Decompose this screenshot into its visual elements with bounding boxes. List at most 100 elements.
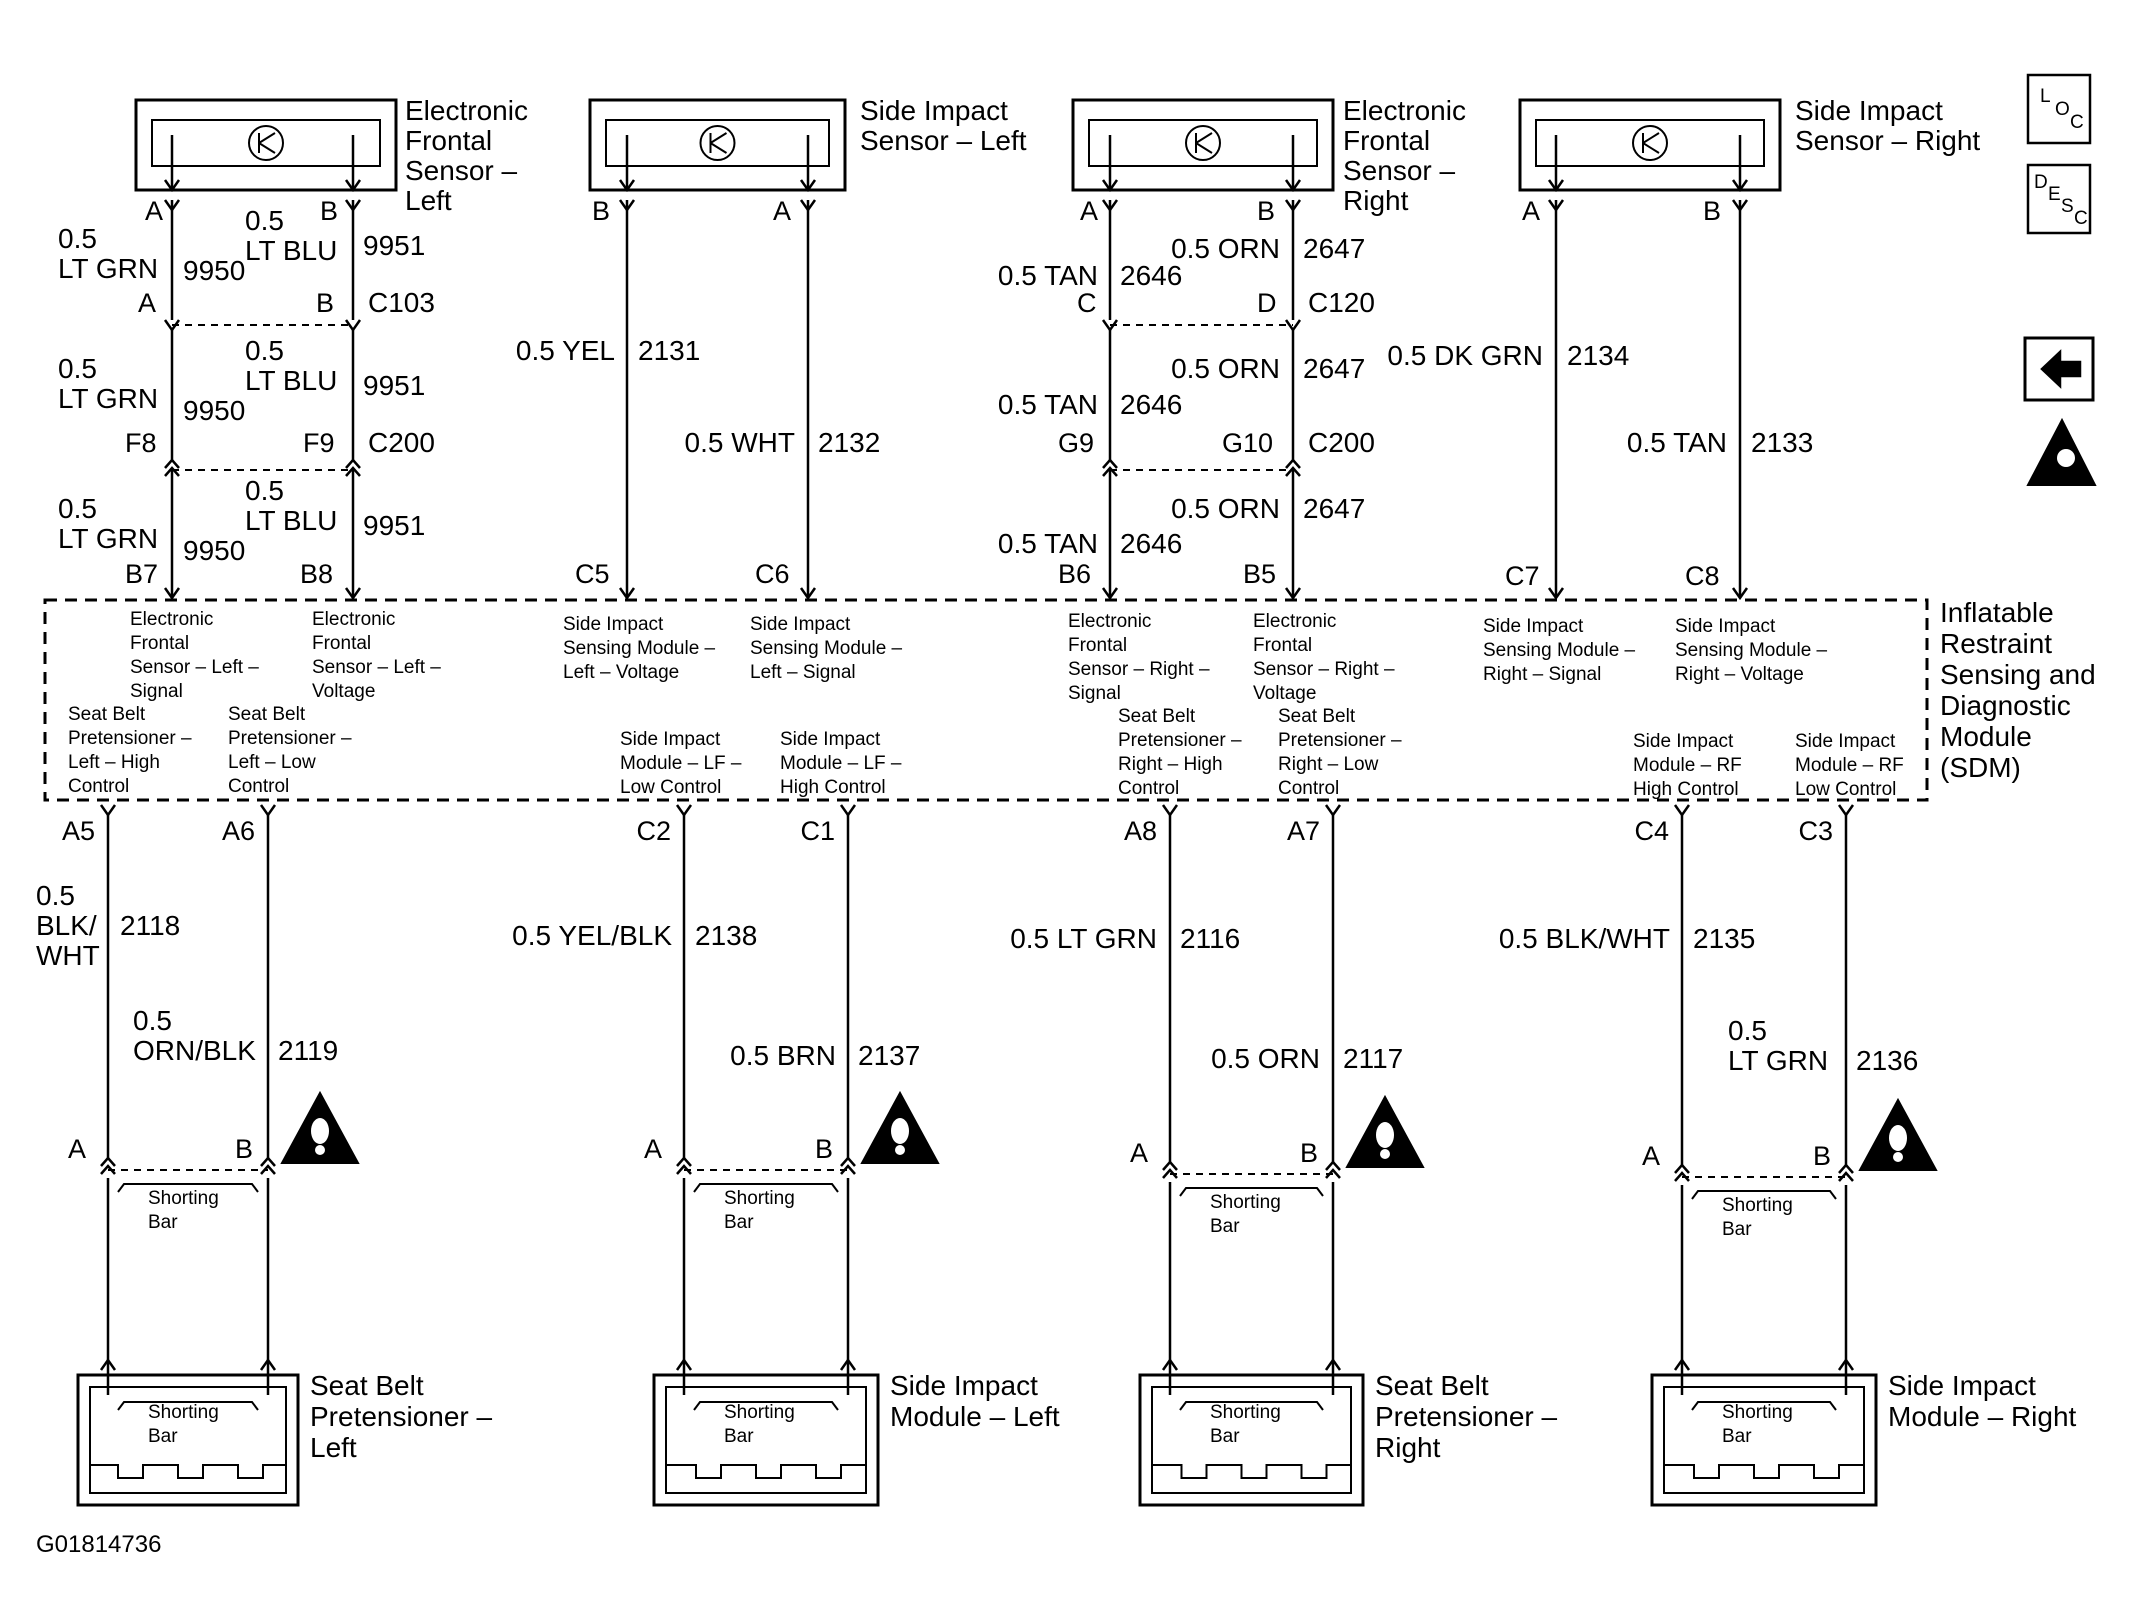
connector-terminal xyxy=(259,804,277,818)
connector-terminal xyxy=(344,199,362,213)
location-icon-text: L xyxy=(2040,86,2051,107)
wire-color-label: 0.5 ORN xyxy=(1171,233,1280,264)
sis-left-box-inner xyxy=(605,119,830,167)
pin-label: A xyxy=(773,196,791,226)
wire-color-label: 0.5 DK GRN xyxy=(1387,340,1543,371)
wire-color-label: LT BLU xyxy=(245,235,337,266)
component-label: Frontal xyxy=(405,125,492,156)
sdm-pin-label: High Control xyxy=(780,777,886,798)
pin-label: C5 xyxy=(575,559,610,589)
sdm-pin-label: Low Control xyxy=(1795,779,1896,800)
circuit-number: 2118 xyxy=(120,910,180,941)
component-label: Left xyxy=(310,1432,357,1463)
pin-label: B xyxy=(1703,196,1721,226)
shorting-bar xyxy=(117,1183,259,1193)
shorting-bar-label: Shorting xyxy=(724,1402,795,1423)
circuit-number: 2647 xyxy=(1303,353,1365,384)
circuit-number: 9950 xyxy=(183,255,245,286)
connector-keying xyxy=(89,1464,286,1493)
connector-terminal xyxy=(675,804,693,818)
wire-color-label: 0.5 YEL xyxy=(516,335,615,366)
pin-label: A xyxy=(1080,196,1098,226)
component-label: Side Impact xyxy=(1888,1370,2036,1401)
pin-label: B xyxy=(592,196,610,226)
wire-color-label: LT GRN xyxy=(58,523,158,554)
shorting-bar-label: Bar xyxy=(724,1212,754,1233)
wire-color-label: LT GRN xyxy=(58,383,158,414)
circuit-number: 9950 xyxy=(183,395,245,426)
sdm-pin-label: Sensing Module – xyxy=(563,638,716,659)
sdm-pin-label: Left – Voltage xyxy=(563,662,679,683)
component-label: Right xyxy=(1375,1432,1441,1463)
pin-label: B xyxy=(320,196,338,226)
sdm-pin-label: Side Impact xyxy=(780,729,881,750)
pin-label: C4 xyxy=(1634,816,1669,846)
component-label: Right xyxy=(1343,185,1409,216)
circuit-number: 2132 xyxy=(818,427,880,458)
sdm-pin-label: Voltage xyxy=(312,681,375,702)
sdm-pin-label: Frontal xyxy=(312,633,371,654)
connector-arrow xyxy=(1731,587,1749,601)
pin-label: C6 xyxy=(755,559,790,589)
sdm-pin-label: Right – Voltage xyxy=(1675,664,1804,685)
sdm-pin-label: Signal xyxy=(130,681,183,702)
description-icon-text: C xyxy=(2074,208,2088,229)
sensor-icon-glyph xyxy=(1195,132,1213,154)
circuit-number: 2117 xyxy=(1343,1043,1403,1074)
connector-arrow xyxy=(163,179,181,193)
pin-label: G9 xyxy=(1058,428,1094,458)
description-icon xyxy=(2026,163,2092,235)
connector-arrow xyxy=(163,319,181,333)
component-label: Seat Belt xyxy=(1375,1370,1489,1401)
sdm-pin-label: High Control xyxy=(1633,779,1739,800)
connector-terminal xyxy=(163,199,181,213)
pin-label: B xyxy=(1257,196,1275,226)
pin-label: A5 xyxy=(62,816,95,846)
pin-label: B8 xyxy=(300,559,333,589)
circuit-number: 2647 xyxy=(1303,233,1365,264)
wire-color-label: 0.5 xyxy=(58,493,97,524)
sdm-pin-label: Side Impact xyxy=(1633,731,1734,752)
connector-chevron xyxy=(676,1156,692,1175)
sdm-pin-label: Sensor – Left – xyxy=(130,657,259,678)
warning-icon-dot xyxy=(315,1145,325,1155)
efs-right-box-inner xyxy=(1088,119,1318,167)
sdm-pin-label: Seat Belt xyxy=(1278,706,1356,727)
component-label: Electronic xyxy=(405,95,528,126)
sensor-icon xyxy=(1185,125,1221,161)
connector-chevron xyxy=(1838,1163,1854,1182)
wire-color-label: LT BLU xyxy=(245,365,337,396)
pin-label: C3 xyxy=(1798,816,1833,846)
wire-color-label: 0.5 ORN xyxy=(1171,493,1280,524)
circuit-number: 2136 xyxy=(1856,1045,1918,1076)
wire-color-label: 0.5 xyxy=(245,475,284,506)
service-precaution-glyph xyxy=(2057,449,2075,467)
sdm-pin-label: Sensor – Right – xyxy=(1253,659,1395,680)
wire-color-label: 0.5 xyxy=(133,1005,172,1036)
connector-label: C103 xyxy=(368,287,435,318)
sdm-pin-label: Electronic xyxy=(130,609,213,630)
connector-keying xyxy=(665,1464,866,1493)
connector-arrow xyxy=(618,587,636,601)
sdm-pin-label: Left – Signal xyxy=(750,662,856,683)
connector-arrow xyxy=(618,179,636,193)
sensor-icon-glyph xyxy=(1642,132,1660,154)
sis-left-box xyxy=(588,98,847,192)
shorting-bar-label: Bar xyxy=(1722,1426,1752,1447)
wire-color-label: 0.5 xyxy=(245,205,284,236)
circuit-number: 9950 xyxy=(183,535,245,566)
sdm-pin-label: Seat Belt xyxy=(68,704,146,725)
sdm-pin-label: Control xyxy=(68,776,129,797)
shorting-bar-label: Shorting xyxy=(148,1188,219,1209)
sdm-pin-label: Seat Belt xyxy=(1118,706,1196,727)
sdm-pin-label: Seat Belt xyxy=(228,704,306,725)
pin-label: A xyxy=(1522,196,1540,226)
shorting-bar-label: Bar xyxy=(148,1426,178,1447)
connector-terminal xyxy=(99,804,117,818)
shorting-bar xyxy=(1179,1401,1324,1411)
connector-terminal xyxy=(839,804,857,818)
circuit-number: 9951 xyxy=(363,230,425,261)
shorting-bar-label: Bar xyxy=(148,1212,178,1233)
warning-icon-dot xyxy=(895,1145,905,1155)
